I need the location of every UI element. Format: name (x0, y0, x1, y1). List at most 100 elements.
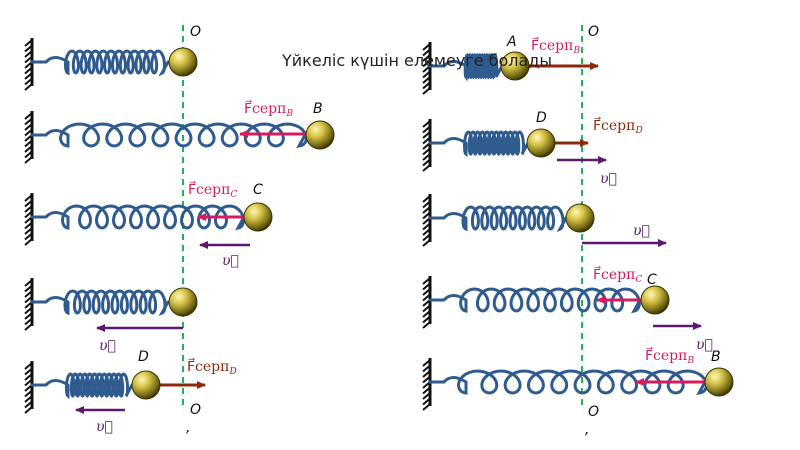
wall-hatch (24, 284, 33, 293)
wall-hatch (422, 293, 431, 302)
wall-hatch (24, 312, 33, 320)
wall-hatch (422, 48, 431, 57)
wall-hatch (24, 77, 33, 86)
wall-hatch (422, 43, 431, 51)
spring-left-D (30, 372, 134, 400)
springs-group (30, 49, 709, 400)
wall-hatch (24, 306, 33, 315)
wall-hatch (24, 384, 33, 392)
spring-right-A (428, 52, 504, 82)
wall-hatch (24, 406, 33, 414)
label-left-O-top: O (190, 24, 201, 40)
wall-hatch (24, 216, 33, 224)
wall-hatch (422, 315, 431, 324)
wall-hatch (422, 147, 431, 156)
wall-hatch (24, 323, 33, 331)
wall-hatch (24, 367, 33, 376)
label-left-B: B (313, 101, 323, 117)
velocity-label-right-C: υ⃗ (696, 337, 713, 353)
force-label-right-A-main: F⃗серп (531, 36, 573, 54)
force-label-left-C-sub: C (230, 190, 237, 200)
wall-hatch (422, 282, 431, 291)
wall-hatch (24, 221, 33, 230)
wall-left-O-top (24, 38, 34, 91)
wall-hatch (24, 210, 33, 219)
wall-hatch (422, 59, 431, 68)
wall-hatch (24, 66, 33, 75)
wall-hatch (24, 238, 33, 246)
force-label-right-B: F⃗серпB (645, 346, 694, 366)
ball-right-C (640, 285, 670, 315)
label-left-D: D (138, 349, 149, 365)
ball-left-D (131, 370, 161, 400)
label-right-O-bottom: O (588, 404, 599, 420)
wall-hatch (422, 375, 431, 384)
wall-right-B (422, 358, 432, 411)
ball-left-C (243, 202, 273, 232)
force-label-left-C: F⃗серпC (188, 180, 237, 200)
wall-hatch (422, 288, 431, 296)
wall-hatch (24, 61, 33, 69)
wall-hatch (422, 277, 431, 285)
spring-left-O (30, 289, 170, 317)
label-right-D: D (536, 110, 547, 126)
wall-hatch (422, 392, 431, 400)
label-right-A: A (506, 34, 517, 50)
wall-hatch (24, 389, 33, 398)
wall-hatch (422, 87, 431, 95)
wall-hatch (422, 381, 431, 389)
wall-hatch (422, 359, 431, 367)
wall-hatch (422, 370, 431, 378)
wall-left-O (24, 278, 34, 331)
ball-left-B (305, 120, 335, 150)
wall-hatch (422, 403, 431, 411)
velocity-label-left-O: υ⃗ (99, 338, 116, 354)
wall-hatch (422, 299, 431, 307)
ball-right-O (565, 203, 595, 233)
force-label-left-D-main: F⃗серп (187, 357, 229, 375)
force-label-right-B-sub: B (686, 356, 694, 366)
wall-hatch (24, 50, 33, 58)
wall-hatch (422, 304, 431, 313)
label-left-O-bottom: O (190, 402, 201, 418)
wall-hatch (422, 239, 431, 247)
wall-hatch (24, 232, 33, 241)
wall-hatch (422, 70, 431, 79)
wall-hatch (24, 128, 33, 137)
wall-hatch (422, 222, 431, 231)
label-right-B: B (711, 349, 721, 365)
velocity-label-left-C: υ⃗ (222, 253, 239, 269)
force-label-left-D: F⃗серпD (187, 357, 237, 377)
wall-left-C (24, 193, 34, 246)
wall-hatch (24, 55, 33, 64)
wall-hatch (24, 145, 33, 153)
wall-hatch (422, 386, 431, 395)
force-label-right-D-sub: D (634, 126, 642, 136)
force-label-left-B: F⃗серпB (244, 99, 293, 119)
force-label-right-D-main: F⃗серп (593, 116, 635, 134)
wall-hatch (422, 217, 431, 225)
force-label-left-D-sub: D (228, 367, 236, 377)
wall-hatch (422, 158, 431, 167)
force-label-left-B-sub: B (285, 109, 293, 119)
label-right-comma: , (585, 422, 589, 438)
wall-hatch (422, 120, 431, 128)
wall-hatch (422, 195, 431, 203)
wall-hatch (422, 54, 431, 62)
wall-hatch (422, 228, 431, 236)
wall-hatch (24, 205, 33, 213)
wall-hatch (24, 72, 33, 80)
label-right-C: C (647, 272, 657, 288)
wall-hatch (24, 227, 33, 235)
wall-hatch (24, 400, 33, 409)
wall-hatch (24, 378, 33, 387)
ball-right-A (500, 51, 530, 81)
force-label-right-C-sub: C (635, 275, 642, 285)
wall-hatch (24, 150, 33, 159)
wall-hatch (24, 117, 33, 126)
wall-hatch (422, 125, 431, 134)
ball-right-B (704, 367, 734, 397)
wall-left-B (24, 111, 34, 164)
wall-hatch (422, 131, 431, 139)
